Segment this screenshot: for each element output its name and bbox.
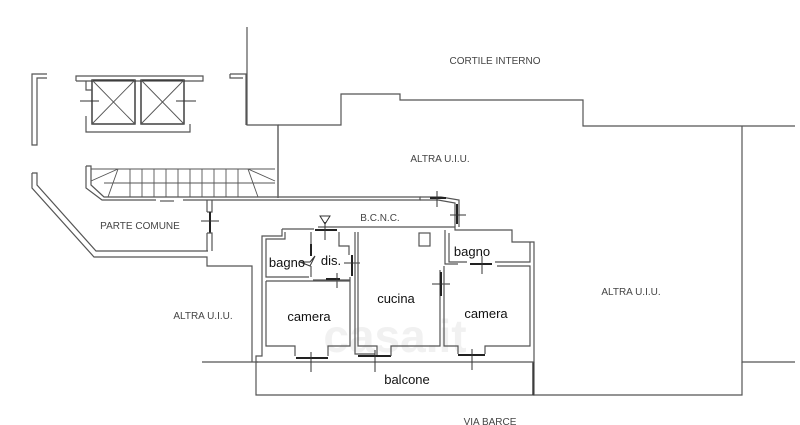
room-hallway: dis. — [321, 253, 341, 268]
label-other-unit-top: ALTRA U.I.U. — [410, 154, 469, 165]
bcnc-corridor — [420, 191, 466, 227]
building-outline — [183, 27, 795, 396]
room-bathroom-right: bagno — [454, 244, 490, 259]
room-kitchen: cucina — [377, 291, 415, 306]
room-bedroom-right: camera — [464, 306, 508, 321]
watermark: casa.it — [323, 310, 466, 362]
common-area-walls — [31, 172, 253, 362]
label-bcnc: B.C.N.C. — [360, 213, 399, 224]
label-other-unit-left: ALTRA U.I.U. — [173, 311, 232, 322]
label-courtyard: CORTILE INTERNO — [450, 56, 541, 67]
elevator-core — [31, 73, 247, 146]
label-common-area: PARTE COMUNE — [100, 221, 180, 232]
room-balcony: balcone — [384, 372, 430, 387]
room-bathroom-left: bagno — [269, 255, 305, 270]
staircase — [85, 165, 276, 202]
room-bedroom-left: camera — [287, 309, 331, 324]
apartment-walls — [255, 215, 535, 372]
label-other-unit-right: ALTRA U.I.U. — [601, 287, 660, 298]
label-street: VIA BARCE — [464, 417, 517, 425]
